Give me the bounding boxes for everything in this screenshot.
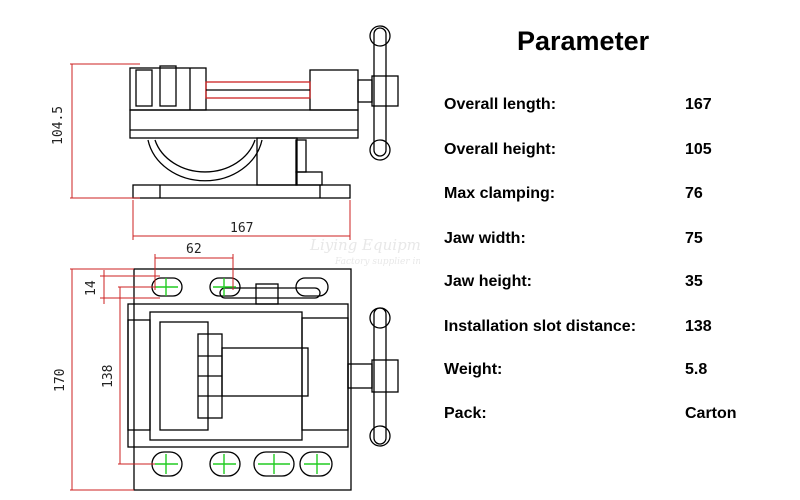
param-label: Weight: (444, 361, 503, 378)
param-label: Jaw width: (444, 230, 526, 247)
dim-slot-offset: 62 (186, 242, 202, 257)
side-view (129, 25, 399, 199)
dim-overall-height: 104.5 (51, 106, 66, 145)
param-row-overall-length: Overall length: 167 (444, 96, 784, 120)
side-dimensions (70, 63, 351, 240)
param-label: Overall length: (444, 96, 557, 113)
param-label: Pack: (444, 405, 487, 422)
parameter-title: Parameter (517, 26, 650, 56)
param-row-jaw-height: Jaw height: 35 (444, 273, 784, 297)
dim-slot-distance: 138 (101, 365, 116, 388)
param-value: 5.8 (685, 361, 708, 378)
param-value: 75 (685, 230, 703, 247)
dim-base-height: 170 (53, 369, 68, 392)
param-value: 167 (685, 96, 712, 113)
dim-overall-length: 167 (230, 221, 253, 236)
dim-jaw-height: 14 (84, 280, 99, 296)
watermark-sub: Factory supplier in china (334, 257, 420, 267)
slot-center-marks (155, 278, 330, 474)
param-value: 35 (685, 273, 703, 290)
vise-technical-drawing: Liying Equipment Factory supplier in chi… (51, 25, 420, 491)
param-row-jaw-width: Jaw width: 75 (444, 230, 784, 254)
param-value: 138 (685, 318, 712, 335)
param-row-weight: Weight: 5.8 (444, 361, 784, 385)
param-label: Installation slot distance: (444, 318, 637, 335)
param-row-max-clamping: Max clamping: 76 (444, 185, 784, 209)
param-value: 76 (685, 185, 703, 202)
watermark-main: Liying Equipment (309, 236, 420, 254)
param-value: 105 (685, 141, 712, 158)
param-row-pack: Pack: Carton (444, 405, 784, 429)
param-label: Max clamping: (444, 185, 556, 202)
param-row-installation-slot-distance: Installation slot distance: 138 (444, 318, 784, 342)
param-value: Carton (685, 405, 737, 422)
param-label: Jaw height: (444, 273, 533, 290)
param-label: Overall height: (444, 141, 557, 158)
param-row-overall-height: Overall height: 105 (444, 141, 784, 165)
top-view (127, 268, 399, 491)
top-dimensions (70, 254, 234, 491)
